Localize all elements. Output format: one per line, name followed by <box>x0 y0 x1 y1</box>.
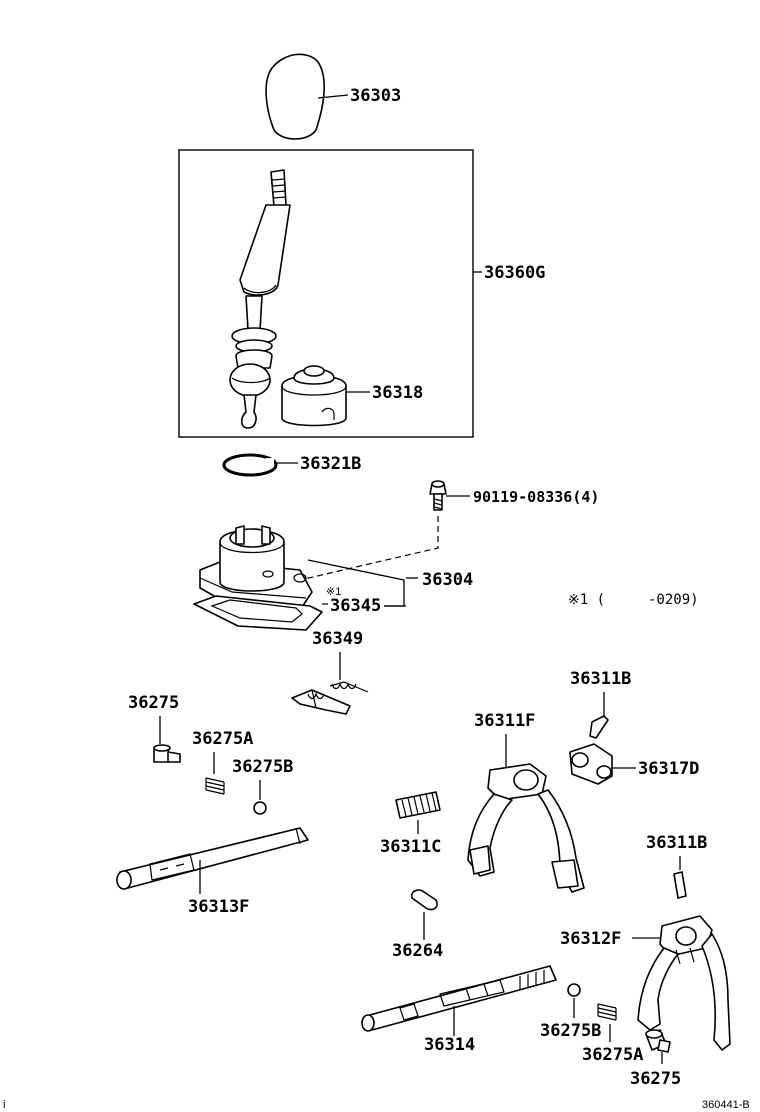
spring-plate <box>291 681 369 715</box>
ball-36275B-bottom <box>567 983 581 997</box>
label-36304: 36304 <box>422 570 473 590</box>
label-36345: 36345 <box>330 596 381 616</box>
label-36275-left: 36275 <box>128 693 179 713</box>
label-36311C: 36311C <box>380 837 441 857</box>
label-36349: 36349 <box>312 629 363 649</box>
label-36311B-right: 36311B <box>646 833 707 853</box>
label-36360G: 36360G <box>484 263 545 283</box>
label-36303: 36303 <box>350 86 401 106</box>
spring-36275A-bottom <box>597 1003 617 1021</box>
shift-lever <box>229 169 291 429</box>
plug-36275-bottom <box>645 1029 671 1053</box>
snap-ring <box>222 453 278 477</box>
pin-36311B-right <box>673 871 687 899</box>
shift-knob <box>265 53 325 140</box>
label-36314: 36314 <box>424 1035 475 1055</box>
ball-36275B-left <box>253 801 267 815</box>
spring-36311C <box>395 791 441 819</box>
interlock-pin-36264 <box>410 889 438 911</box>
plug-36275-left <box>153 744 181 763</box>
label-36275A-left: 36275A <box>192 729 253 749</box>
label-36275A-bottom: 36275A <box>582 1045 643 1065</box>
note-range: -0209) <box>648 592 699 608</box>
shift-shaft-36313F <box>116 827 309 890</box>
shift-head-36317D <box>569 743 613 785</box>
shift-fork-36312F <box>637 915 731 1051</box>
gasket <box>193 595 323 631</box>
label-36264: 36264 <box>392 941 443 961</box>
label-36311B-top: 36311B <box>570 669 631 689</box>
label-36318: 36318 <box>372 383 423 403</box>
label-36312F: 36312F <box>560 929 621 949</box>
label-90119: 90119-08336(4) <box>473 488 599 506</box>
bolt-90119 <box>429 480 447 511</box>
label-36317D: 36317D <box>638 759 699 779</box>
diagram-code: 360441-B <box>702 1099 750 1111</box>
label-36311F: 36311F <box>474 711 535 731</box>
label-36275B-bottom: 36275B <box>540 1021 601 1041</box>
spring-36275A-left <box>205 777 225 795</box>
label-36313F: 36313F <box>188 897 249 917</box>
shift-fork-36311F <box>467 763 585 893</box>
note-mark: ※1 ( <box>568 592 605 608</box>
label-36275-bottom: 36275 <box>630 1069 681 1089</box>
pin-36311B-top <box>589 715 609 739</box>
assembly-box-36360G <box>178 149 474 438</box>
lever-seat <box>281 365 347 427</box>
shift-shaft-36314 <box>361 965 557 1032</box>
label-36275B-left: 36275B <box>232 757 293 777</box>
corner-mark: i <box>3 1099 5 1111</box>
label-36321B: 36321B <box>300 454 361 474</box>
mark-1: ※1 <box>326 586 341 598</box>
